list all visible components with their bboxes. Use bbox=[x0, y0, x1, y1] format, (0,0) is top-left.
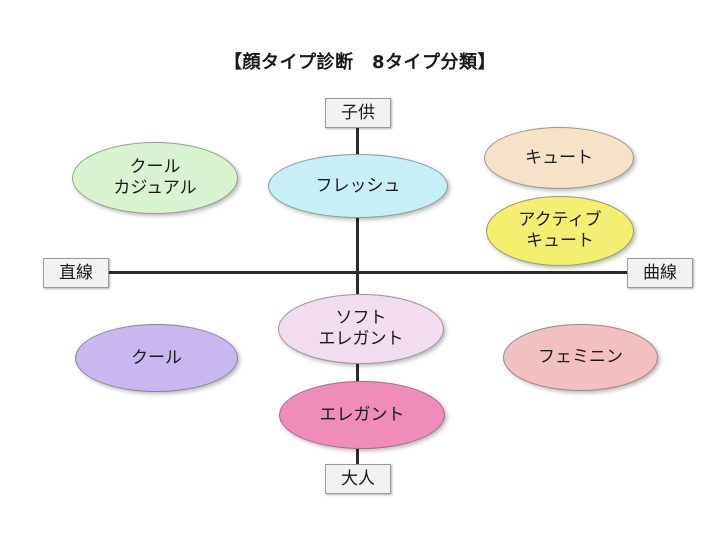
type-node-label-line2: エレガント bbox=[318, 329, 404, 349]
type-node-label-line1: フレッシュ bbox=[315, 175, 401, 196]
type-node-cute[interactable]: キュート bbox=[484, 127, 634, 189]
type-node-label-line1: キュート bbox=[525, 147, 593, 168]
type-node-feminine[interactable]: フェミニン bbox=[503, 324, 658, 391]
axis-label-right: 曲線 bbox=[627, 258, 693, 288]
type-node-label-line2: キュート bbox=[526, 231, 594, 251]
axis-label-top: 子供 bbox=[325, 98, 391, 128]
type-node-cool-casual[interactable]: クール カジュアル bbox=[72, 142, 238, 214]
type-node-cool[interactable]: クール bbox=[75, 324, 238, 392]
axis-line-vertical-lower bbox=[356, 271, 359, 464]
axis-label-bottom: 大人 bbox=[325, 464, 391, 494]
type-node-label-line1: ソフト bbox=[335, 308, 387, 328]
type-node-soft-elegant[interactable]: ソフト エレガント bbox=[278, 294, 444, 364]
type-node-label-line1: エレガント bbox=[319, 404, 405, 425]
type-node-elegant[interactable]: エレガント bbox=[279, 381, 445, 449]
type-node-label-line1: クール bbox=[131, 347, 182, 368]
type-node-label-line1: フェミニン bbox=[538, 347, 623, 367]
axis-label-left: 直線 bbox=[43, 258, 109, 288]
type-node-label-line2: カジュアル bbox=[113, 178, 197, 198]
type-node-fresh[interactable]: フレッシュ bbox=[268, 154, 448, 218]
axis-line-horizontal bbox=[107, 271, 627, 274]
page-title: 【顔タイプ診断 8タイプ分類】 bbox=[223, 52, 497, 73]
type-node-active-cute[interactable]: アクティブ キュート bbox=[486, 196, 634, 266]
type-node-label-line1: アクティブ bbox=[518, 210, 602, 230]
type-node-label-line1: クール bbox=[129, 157, 181, 177]
